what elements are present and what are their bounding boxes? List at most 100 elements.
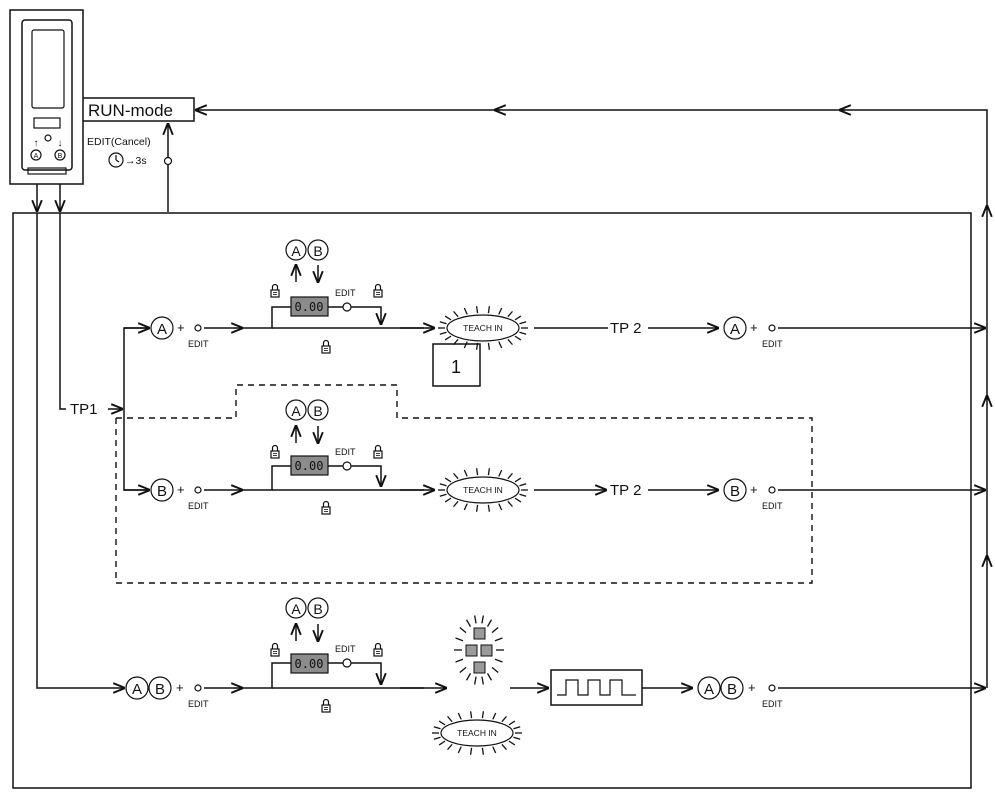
edit-label: EDIT [762, 339, 783, 349]
edit-label: EDIT [188, 501, 209, 511]
edit-dot-icon [768, 324, 776, 332]
button-a-label: A [157, 321, 167, 338]
device-arrow-down-icon: ↓ [58, 138, 63, 149]
teach-in-indicator: TEACH IN [432, 711, 522, 755]
edit-dot-icon [768, 684, 776, 692]
lock-icon [321, 698, 331, 713]
display-value: 0.00 [295, 459, 324, 473]
edit-dot-icon [768, 486, 776, 494]
button-a-label: A [291, 243, 301, 259]
sensor-device: A B ↑ ↓ [9, 9, 84, 185]
plus-sign: + [750, 482, 758, 497]
led-bar-indicator [454, 615, 504, 685]
pulse-waveform-icon [557, 679, 636, 696]
edit-cancel-label: EDIT(Cancel) [87, 136, 151, 148]
button-b-icon: B [307, 239, 329, 261]
lock-icon [373, 444, 383, 459]
edit-dot-icon [342, 658, 352, 668]
tp2-label: TP 2 [610, 482, 641, 499]
button-a-icon: A [697, 676, 721, 700]
button-b-label: B [155, 681, 165, 698]
button-b-icon: B [150, 478, 174, 502]
tp2-label: TP 2 [610, 320, 641, 337]
edit-label: EDIT [188, 699, 209, 709]
lock-icon [270, 283, 280, 298]
button-b-label: B [730, 483, 740, 500]
edit-label: EDIT [762, 501, 783, 511]
display-value: 0.00 [295, 300, 324, 314]
device-arrow-up-icon: ↑ [34, 138, 39, 149]
pulse-signal-box [550, 669, 643, 706]
button-b-label: B [313, 403, 322, 419]
button-a-icon: A [285, 239, 307, 261]
teach-in-label: TEACH IN [457, 728, 497, 738]
callout-number: 1 [451, 357, 461, 377]
return-line [196, 109, 988, 688]
row-b: B + EDIT A B 0.00 EDIT TEACH IN TP 2 B +… [150, 399, 985, 515]
plus-sign: + [176, 680, 184, 695]
run-mode-box: RUN-mode [83, 97, 195, 122]
button-a-icon: A [150, 316, 174, 340]
plus-sign: + [177, 320, 185, 335]
lock-icon [373, 642, 383, 657]
row-ab: A B + EDIT A B 0.00 EDIT TEAC [125, 597, 985, 755]
dashed-highlight-region [115, 384, 813, 584]
tp1-label: TP1 [70, 401, 98, 418]
plus-sign: + [748, 680, 756, 695]
edit-label: EDIT [335, 644, 356, 654]
edit-dot-icon [194, 486, 202, 494]
button-a-label: A [132, 681, 142, 698]
device-button-a-icon: A [30, 149, 42, 161]
button-a-label: A [704, 681, 714, 698]
button-b-icon: B [148, 676, 172, 700]
edit-dot-icon [342, 302, 352, 312]
button-a-label: A [291, 601, 301, 617]
edit-label: EDIT [188, 339, 209, 349]
lock-icon [270, 642, 280, 657]
run-mode-label: RUN-mode [88, 101, 173, 120]
button-a-label: A [730, 321, 740, 338]
teach-in-label: TEACH IN [463, 323, 503, 333]
device-button-b-icon: B [54, 149, 66, 161]
edit-label: EDIT [335, 447, 356, 457]
button-a-icon: A [285, 399, 307, 421]
plus-sign: + [750, 320, 758, 335]
button-a-icon: A [285, 597, 307, 619]
button-b-label: B [313, 243, 322, 259]
button-b-label: B [727, 681, 737, 698]
row-a: A + EDIT A B 0.00 EDIT TEACH IN 1 TP 2 A… [150, 239, 985, 387]
button-b-icon: B [720, 676, 744, 700]
device-led-icon [44, 134, 52, 142]
button-b-icon: B [307, 597, 329, 619]
display-value: 0.00 [295, 657, 324, 671]
device-button-b-label: B [58, 153, 63, 160]
edit-dot-icon [194, 684, 202, 692]
plus-sign: + [177, 482, 185, 497]
edit-label: EDIT [762, 699, 783, 709]
button-b-icon: B [307, 399, 329, 421]
edit-label: EDIT [335, 288, 356, 298]
callout-box [432, 343, 481, 387]
edit-dot-icon [342, 461, 352, 471]
teach-in-indicator: TEACH IN [438, 306, 528, 350]
lock-icon [270, 444, 280, 459]
teach-in-label: TEACH IN [463, 485, 503, 495]
button-b-icon: B [723, 478, 747, 502]
button-b-label: B [313, 601, 322, 617]
button-a-icon: A [723, 316, 747, 340]
lock-icon [373, 283, 383, 298]
timer-icon [108, 152, 124, 168]
button-a-icon: A [125, 676, 149, 700]
lock-icon [321, 339, 331, 354]
edit-cancel-dot-icon [163, 156, 173, 166]
edit-dot-icon [194, 324, 202, 332]
device-button-a-label: A [34, 153, 39, 160]
lock-icon [321, 500, 331, 515]
teach-mode-frame [12, 212, 972, 789]
button-b-label: B [157, 483, 167, 500]
button-a-label: A [291, 403, 301, 419]
timer-duration: →3s [125, 155, 147, 167]
teach-in-indicator: TEACH IN [438, 468, 528, 512]
